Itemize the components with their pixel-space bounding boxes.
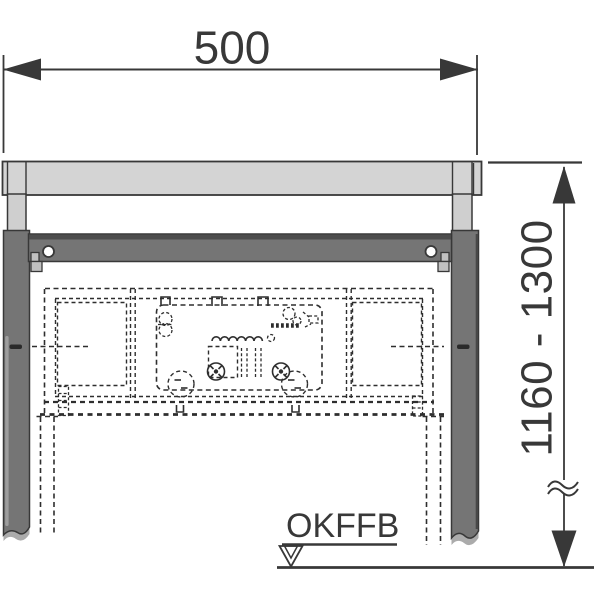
frame-post-left xyxy=(2,229,31,537)
frame-post-right-break-shadow xyxy=(451,531,479,546)
support-leg-left xyxy=(36,415,58,536)
coil-end-clip xyxy=(266,333,276,343)
frame-post-right xyxy=(450,229,480,541)
dimension-arrow-down-icon xyxy=(551,530,577,567)
mounting-frame xyxy=(1,160,483,546)
flush-mechanism xyxy=(207,345,262,379)
post-left-highlight xyxy=(5,336,9,526)
dimension-arrow-up-icon xyxy=(552,166,576,204)
level-triangle-icon xyxy=(277,545,305,569)
cistern-panel-right xyxy=(351,301,423,387)
crossbar-hole-right xyxy=(424,245,438,258)
hanger-leg-right xyxy=(451,193,473,237)
wall-clip-right xyxy=(437,251,450,273)
fixation-mark-right xyxy=(291,405,300,413)
flush-pipe-coil xyxy=(211,336,264,342)
dimension-arrow-right-icon xyxy=(440,58,478,81)
frame-post-left-break-shadow xyxy=(3,527,30,541)
window-brackets xyxy=(160,296,269,306)
break-symbol-icon xyxy=(547,480,579,497)
rail-segment-lines xyxy=(6,162,475,195)
crossbar-top-band xyxy=(29,234,451,240)
outlet-left xyxy=(167,370,195,398)
valve-wheel-left xyxy=(206,362,226,381)
cistern-panel-left xyxy=(56,301,128,387)
cistern-outline xyxy=(32,287,444,545)
leg-bracket-left xyxy=(57,385,70,417)
floor-level-label: OKFFB xyxy=(286,507,399,545)
inlet-valve xyxy=(158,311,173,338)
post-anchor-mark-left xyxy=(9,344,22,349)
wall-clip-left xyxy=(30,251,43,273)
height-dimension-label: 1160 - 1300 xyxy=(513,219,562,456)
outlet-right xyxy=(280,370,309,398)
floor-level-marker: OKFFB xyxy=(277,507,594,569)
fixation-mark-left xyxy=(175,405,185,413)
dimension-arrow-left-icon xyxy=(3,58,41,81)
wall-rail xyxy=(1,160,483,196)
access-window xyxy=(155,304,323,391)
post-anchor-mark-right xyxy=(457,344,470,349)
hanger-leg-left xyxy=(6,193,27,237)
valve-wheel-right xyxy=(271,362,291,381)
crossbar-hole-left xyxy=(42,245,55,258)
leg-bracket-right xyxy=(411,395,424,417)
width-dimension-label: 500 xyxy=(194,22,271,74)
height-dimension: 1160 - 1300 xyxy=(488,161,582,567)
angle-valve xyxy=(271,306,319,328)
width-dimension: 500 xyxy=(2,22,478,155)
support-leg-right xyxy=(422,415,444,545)
